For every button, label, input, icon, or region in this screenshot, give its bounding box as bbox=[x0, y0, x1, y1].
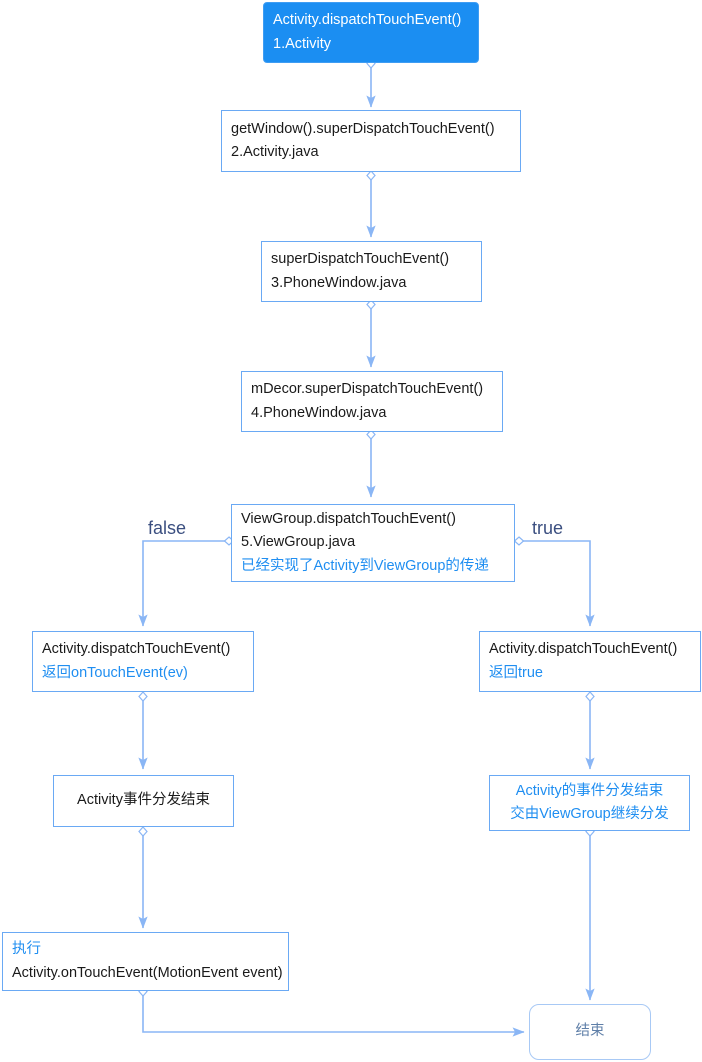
node-activity-finished-handoff-viewgroup[interactable]: Activity的事件分发结束 交由ViewGroup继续分发 bbox=[489, 775, 690, 831]
node-getwindow-superdispatchtouchevent[interactable]: getWindow().superDispatchTouchEvent() 2.… bbox=[221, 110, 521, 172]
node-line: Activity.dispatchTouchEvent() bbox=[489, 641, 678, 658]
node-viewgroup-dispatchtouchevent[interactable]: ViewGroup.dispatchTouchEvent() 5.ViewGro… bbox=[231, 504, 515, 582]
node-line: Activity事件分发结束 bbox=[77, 792, 210, 809]
edge-source-diamond-n5-right bbox=[513, 536, 525, 546]
node-line: getWindow().superDispatchTouchEvent() bbox=[231, 120, 495, 137]
node-activity-dispatchtouchevent-start[interactable]: Activity.dispatchTouchEvent() 1.Activity bbox=[263, 2, 479, 63]
node-line: Activity.dispatchTouchEvent() bbox=[42, 641, 231, 658]
node-activity-dispatch-return-ontouchevent[interactable]: Activity.dispatchTouchEvent() 返回onTouchE… bbox=[32, 631, 254, 692]
node-line: 执行 bbox=[12, 941, 41, 958]
node-end-terminal[interactable]: 结束 bbox=[529, 1004, 651, 1060]
node-line: 已经实现了Activity到ViewGroup的传递 bbox=[241, 557, 489, 574]
node-line: 返回true bbox=[489, 664, 543, 681]
edge-n5-n7-true bbox=[515, 540, 595, 627]
edge-n10-n11 bbox=[142, 991, 525, 1037]
node-activity-dispatch-finished[interactable]: Activity事件分发结束 bbox=[53, 775, 234, 827]
node-line: 4.PhoneWindow.java bbox=[251, 404, 387, 421]
node-line: Activity的事件分发结束 bbox=[515, 782, 664, 799]
node-line: 5.ViewGroup.java bbox=[241, 534, 356, 551]
edge-label-true: true bbox=[532, 518, 564, 538]
edge-source-diamond-n3 bbox=[366, 299, 376, 310]
edge-source-diamond-n6 bbox=[138, 691, 148, 702]
node-line: superDispatchTouchEvent() bbox=[271, 251, 450, 268]
edge-label-false: false bbox=[148, 518, 187, 538]
node-line: 结束 bbox=[575, 1023, 605, 1040]
node-line: ViewGroup.dispatchTouchEvent() bbox=[241, 511, 456, 528]
node-line: 返回onTouchEvent(ev) bbox=[42, 664, 188, 681]
node-execute-activity-ontouchevent[interactable]: 执行 Activity.onTouchEvent(MotionEvent eve… bbox=[2, 932, 289, 991]
node-activity-dispatch-return-true[interactable]: Activity.dispatchTouchEvent() 返回true bbox=[479, 631, 701, 692]
node-line: mDecor.superDispatchTouchEvent() bbox=[251, 381, 484, 398]
node-line: 1.Activity bbox=[273, 35, 332, 52]
node-line: 2.Activity.java bbox=[231, 144, 319, 160]
node-line: Activity.dispatchTouchEvent() bbox=[273, 12, 462, 29]
node-line: Activity.onTouchEvent(MotionEvent event) bbox=[12, 964, 283, 981]
edge-n5-n6-false bbox=[138, 540, 229, 627]
edge-source-diamond-n2 bbox=[366, 170, 376, 181]
edge-source-diamond-n7 bbox=[585, 691, 595, 702]
edge-source-diamond-n8 bbox=[138, 826, 148, 837]
node-line: 交由ViewGroup继续分发 bbox=[510, 806, 669, 822]
edge-source-diamond-n4 bbox=[366, 429, 376, 440]
node-superdispatchtouchevent-phonewindow[interactable]: superDispatchTouchEvent() 3.PhoneWindow.… bbox=[261, 241, 482, 302]
node-line: 3.PhoneWindow.java bbox=[271, 274, 407, 291]
node-mdecor-superdispatchtouchevent[interactable]: mDecor.superDispatchTouchEvent() 4.Phone… bbox=[241, 371, 503, 432]
